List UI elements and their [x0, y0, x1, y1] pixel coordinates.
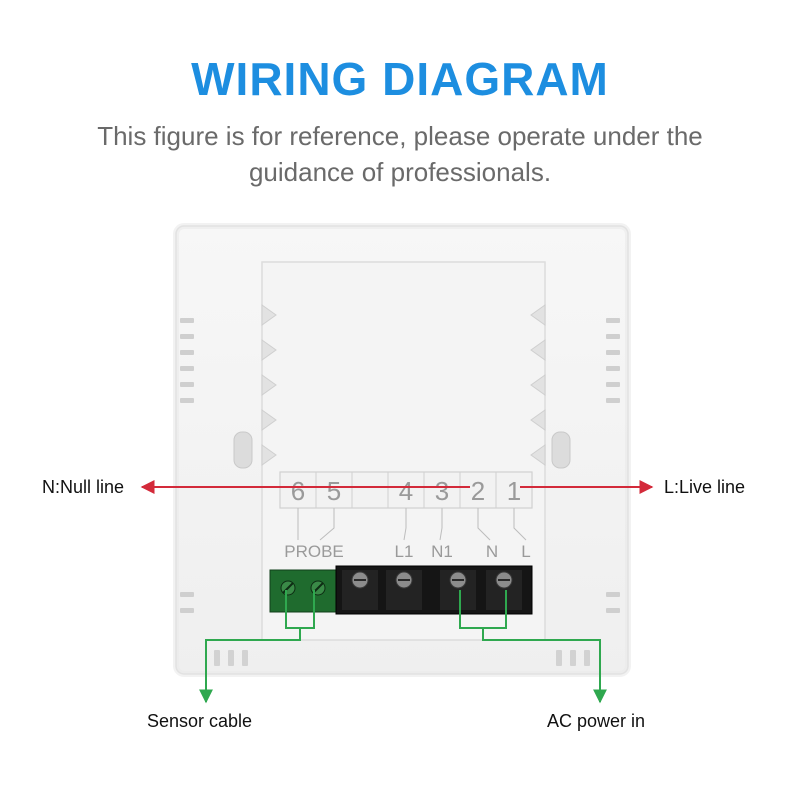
- right-mounting-slot: [551, 431, 571, 469]
- terminal-number-6: 6: [291, 476, 305, 506]
- terminal-number-strip: 6 5 4 3 2 1: [279, 471, 533, 509]
- terminal-number-1: 1: [507, 476, 521, 506]
- live-line-label: L:Live line: [664, 477, 746, 497]
- null-line-label: N:Null line: [42, 477, 125, 497]
- terminal-number-4: 4: [399, 476, 413, 506]
- terminal-number-3: 3: [435, 476, 449, 506]
- right-notches: [530, 304, 546, 466]
- subtitle: This figure is for reference, please ope…: [60, 118, 740, 190]
- sensor-cable-label: Sensor cable: [147, 711, 253, 731]
- terminal-number-2: 2: [471, 476, 485, 506]
- side-vents: [180, 318, 620, 613]
- terminal-label-n: N: [486, 542, 498, 561]
- ac-power-wire: [459, 590, 607, 704]
- left-notches: [261, 304, 277, 466]
- subtitle-line-1: This figure is for reference, please ope…: [97, 121, 703, 151]
- page-title: WIRING DIAGRAM: [191, 53, 609, 105]
- terminal-label-l: L: [521, 542, 530, 561]
- ac-power-label: AC power in: [547, 711, 646, 731]
- terminal-block: [269, 565, 533, 615]
- terminal-number-5: 5: [327, 476, 341, 506]
- terminal-label-n1: N1: [431, 542, 453, 561]
- subtitle-line-2: guidance of professionals.: [248, 157, 552, 187]
- left-mounting-slot: [233, 431, 253, 469]
- terminal-leader-lines: [297, 508, 527, 541]
- terminal-label-l1: L1: [395, 542, 414, 561]
- terminal-label-probe: PROBE: [284, 542, 344, 561]
- bottom-vents: [214, 650, 590, 666]
- sensor-cable-wire: [199, 590, 315, 704]
